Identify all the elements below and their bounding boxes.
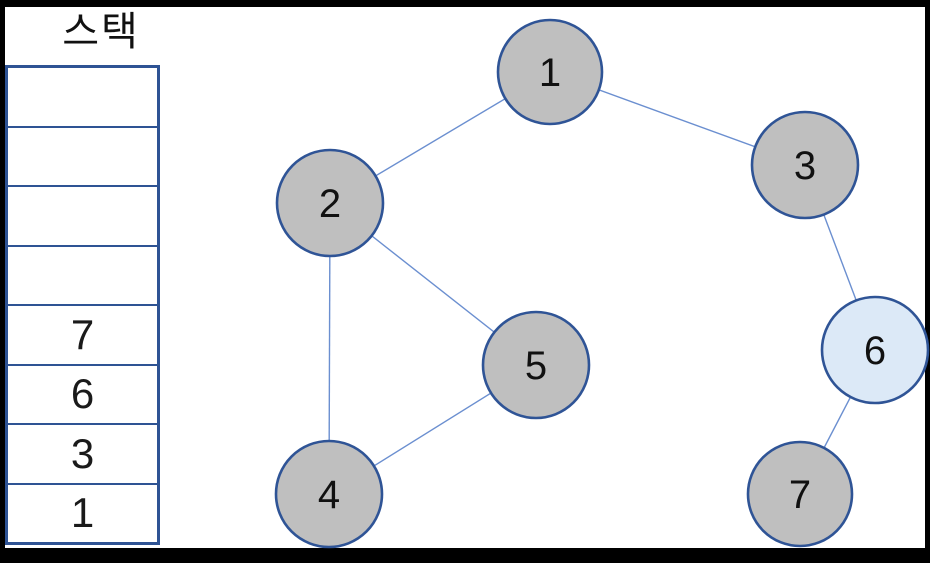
graph-node-label: 5 — [525, 344, 547, 388]
graph-node-circle — [750, 110, 860, 220]
stack-table: 7 6 3 1 — [5, 65, 160, 545]
graph-node-7: 7 — [746, 440, 854, 548]
graph-node-label: 3 — [794, 144, 816, 188]
graph-node-6: 6 — [820, 295, 930, 405]
graph-node-label: 2 — [319, 182, 341, 226]
graph-node-circle — [496, 18, 604, 126]
stack-cell-value: 6 — [70, 370, 95, 418]
graph-node-label: 4 — [318, 473, 340, 517]
graph-node-circle — [820, 295, 930, 405]
graph-node-label: 6 — [864, 329, 886, 373]
graph-node-4: 4 — [274, 439, 384, 549]
graph-node-label: 7 — [789, 473, 811, 517]
stack-cell: 3 — [8, 423, 157, 483]
graph-node-3: 3 — [750, 110, 860, 220]
stack-cell: 6 — [8, 363, 157, 424]
graph-node-5: 5 — [481, 310, 591, 420]
stack-cell — [8, 125, 157, 186]
stack-cell-value: 3 — [70, 429, 95, 477]
stack-cell — [8, 185, 157, 245]
stack-cell: 1 — [8, 482, 157, 543]
graph-node-circle — [274, 439, 384, 549]
graph-node-2: 2 — [275, 148, 385, 258]
stack-cell-value: 7 — [70, 310, 95, 358]
stack-title: 스택 — [62, 10, 140, 54]
graph-node-1: 1 — [496, 18, 604, 126]
graph-node-circle — [481, 310, 591, 420]
graph-node-circle — [275, 148, 385, 258]
graph-node-label: 1 — [539, 51, 561, 95]
stack-cell — [8, 244, 157, 305]
stack-cell-value: 1 — [70, 489, 95, 537]
stack-cell: 7 — [8, 304, 157, 364]
graph-node-circle — [746, 440, 854, 548]
